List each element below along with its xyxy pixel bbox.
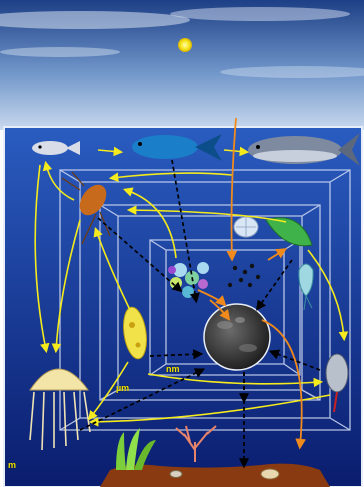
nanometer-scale-label: nm xyxy=(166,364,180,374)
micrometer-scale-label: µm xyxy=(116,383,129,393)
cloud xyxy=(0,47,120,57)
sun-icon xyxy=(178,38,192,52)
dissolved-organic-matter-icon xyxy=(204,304,270,370)
cloud xyxy=(170,7,350,21)
millimeter-scale-label: m xyxy=(8,460,16,470)
diatom-icon xyxy=(234,217,258,237)
